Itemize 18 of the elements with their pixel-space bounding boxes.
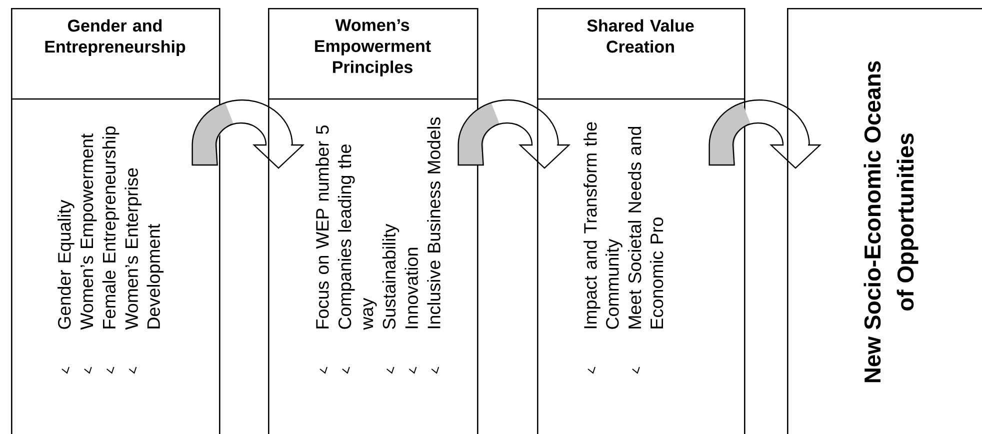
curved-arrow [192,99,304,169]
list-item: Impact and Transform the Community [584,122,622,374]
list-item: Innovation [404,248,418,374]
list-item: Female Entrepreneurship [102,126,120,374]
list-item: Inclusive Business Models [427,117,440,374]
list-item: Women’s Empowerment [80,134,97,374]
list-item: Sustainability [382,224,400,374]
curved-arrow [708,99,821,169]
column-heading: Gender and Entrepreneurship [45,19,186,56]
list-item: Gender Equality [58,200,74,374]
list-item: Companies leading the way [338,144,377,374]
curved-arrow [458,99,570,169]
outcome-text: New Socio-Economic Oceans of Opportunities [864,61,918,382]
list-item: Meet Societal Needs and Economic Pro [628,126,664,374]
list-item: Women’s Enterprise Development [124,168,164,374]
column-heading: Shared Value Creation [587,19,694,53]
list-item: Focus on WEP number 5 [316,126,329,374]
column-heading: Women’s Empowerment Principles [315,19,431,76]
